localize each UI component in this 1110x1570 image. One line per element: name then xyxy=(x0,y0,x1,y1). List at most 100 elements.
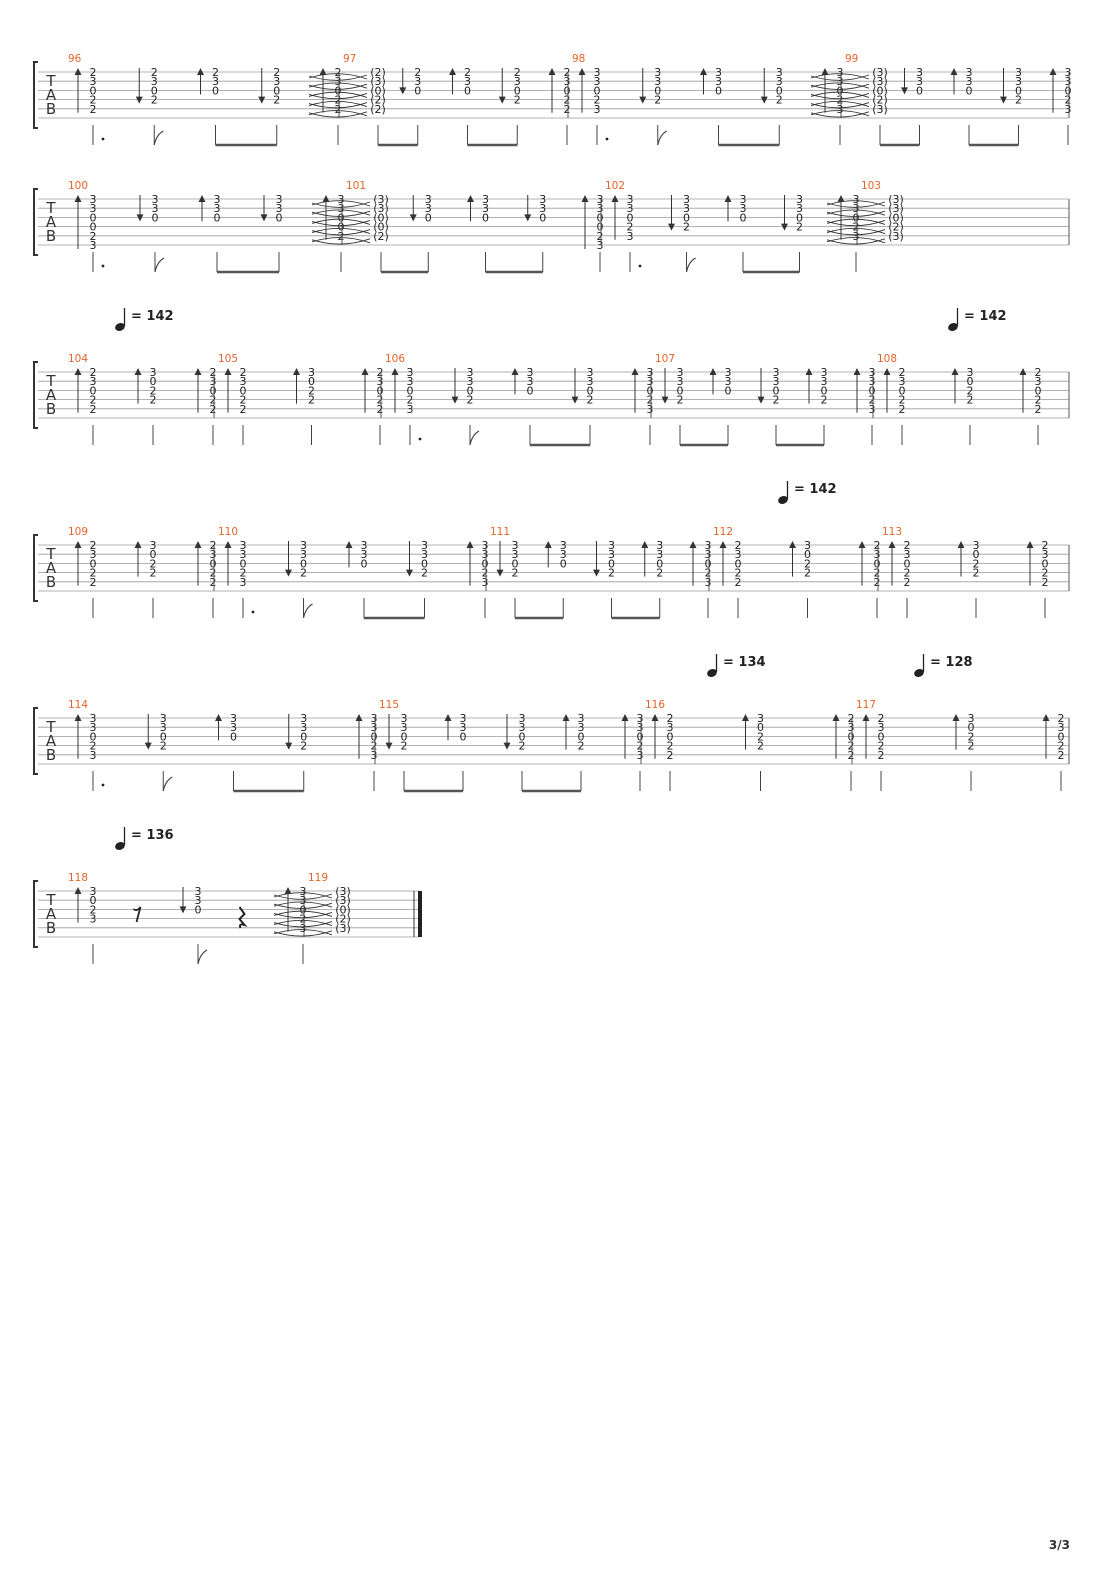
fret-number: 2 xyxy=(90,230,97,243)
up-arrow-head xyxy=(544,541,552,548)
fret-number: 2 xyxy=(421,567,428,580)
fret-number: 3 xyxy=(482,539,489,552)
up-arrow-head xyxy=(742,714,749,721)
fret-number: 0 xyxy=(757,721,764,734)
fret-number: 0 xyxy=(377,384,384,397)
fret-number: 3 xyxy=(527,375,534,388)
tie-curve xyxy=(810,83,870,90)
fret-number: 0 xyxy=(916,84,923,97)
fret-number: 0 xyxy=(647,384,654,397)
fret-number: 2 xyxy=(968,730,975,743)
fret-number: 0 xyxy=(160,730,167,743)
fret-number: 3 xyxy=(597,193,604,206)
fret-number: (3) xyxy=(373,202,389,215)
fret-number: 3 xyxy=(90,885,97,898)
fret-number: 0 xyxy=(837,84,844,97)
fret-number: 0 xyxy=(966,84,973,97)
tab-clef-letter: A xyxy=(46,213,57,231)
fret-number: 3 xyxy=(407,366,414,379)
tie-curve xyxy=(273,901,333,908)
fret-number: 3 xyxy=(514,75,521,88)
fret-number: 3 xyxy=(757,712,764,725)
fret-number: 2 xyxy=(968,740,975,753)
fret-number: 3 xyxy=(230,712,237,725)
fret-number: 0 xyxy=(90,211,97,224)
up-arrow-head xyxy=(355,714,363,721)
fret-number: 2 xyxy=(240,366,247,379)
fret-number: 3 xyxy=(608,548,615,561)
up-arrow-head xyxy=(134,541,142,548)
fret-number: 0 xyxy=(151,84,158,97)
fret-number: 3 xyxy=(300,548,307,561)
quarter-note-icon xyxy=(778,496,788,504)
fret-number: 3 xyxy=(335,75,342,88)
fret-number: 2 xyxy=(90,740,97,753)
bar-number: 108 xyxy=(877,353,897,365)
tab-clef-letter: B xyxy=(46,746,56,764)
fret-number: 2 xyxy=(273,66,280,79)
up-arrow-head xyxy=(319,68,327,75)
fret-number: 3 xyxy=(240,539,247,552)
fret-number: 3 xyxy=(240,576,247,589)
up-arrow-head xyxy=(215,714,222,721)
dot xyxy=(605,137,609,141)
tie-curve xyxy=(810,82,870,89)
fret-number: 3 xyxy=(1015,75,1022,88)
fret-number: (3) xyxy=(872,75,888,88)
fret-number: 0 xyxy=(821,384,828,397)
up-arrow-head xyxy=(322,195,330,202)
fret-number: 3 xyxy=(421,548,428,561)
fret-number: 3 xyxy=(151,75,158,88)
fret-number: 3 xyxy=(878,721,885,734)
fret-number: 2 xyxy=(467,394,474,407)
fret-number: 2 xyxy=(210,403,217,416)
up-arrow-head xyxy=(641,541,649,548)
tab-clef-letter: T xyxy=(45,891,56,909)
tab-clef-letter: T xyxy=(45,718,56,736)
fret-number: 3 xyxy=(560,539,567,552)
fret-number: 2 xyxy=(1058,712,1065,725)
fret-number: (2) xyxy=(373,230,389,243)
fret-number: 3 xyxy=(464,75,471,88)
down-arrow-head xyxy=(593,569,600,577)
bar-number: 118 xyxy=(68,872,88,884)
fret-number: 3 xyxy=(597,239,604,252)
fret-number: 3 xyxy=(90,712,97,725)
down-arrow-head xyxy=(406,569,413,577)
fret-number: 0 xyxy=(150,375,157,388)
fret-number: 0 xyxy=(667,730,674,743)
tie-curve xyxy=(810,111,870,118)
down-arrow-head xyxy=(524,214,532,222)
fret-number: 3 xyxy=(407,375,414,388)
fret-number: 2 xyxy=(899,403,906,416)
fret-number: 0 xyxy=(90,84,97,97)
up-arrow-head xyxy=(74,195,82,202)
up-arrow-head xyxy=(548,68,556,75)
fret-number: 2 xyxy=(757,730,764,743)
fret-number: 0 xyxy=(421,557,428,570)
fret-number: 3 xyxy=(539,193,546,206)
down-arrow-head xyxy=(135,96,143,104)
tie-curve xyxy=(311,219,371,227)
tie-curve xyxy=(826,209,886,216)
tempo-value: = 142 xyxy=(794,482,837,497)
fret-number: 0 xyxy=(90,384,97,397)
tie-curve xyxy=(810,74,870,81)
fret-number: 3 xyxy=(564,75,571,88)
fret-number: 0 xyxy=(735,557,742,570)
tie-curve xyxy=(826,227,886,235)
fret-number: 2 xyxy=(512,567,519,580)
fret-number: (3) xyxy=(888,193,904,206)
fret-number: 0 xyxy=(1058,730,1065,743)
fret-number: 3 xyxy=(300,721,307,734)
fret-number: 0 xyxy=(338,221,345,234)
fret-number: 3 xyxy=(705,576,712,589)
bar-number: 101 xyxy=(346,180,366,192)
fret-number: 3 xyxy=(90,202,97,215)
fret-number: 3 xyxy=(869,366,876,379)
fret-number: 3 xyxy=(837,66,844,79)
fret-number: 2 xyxy=(414,66,421,79)
